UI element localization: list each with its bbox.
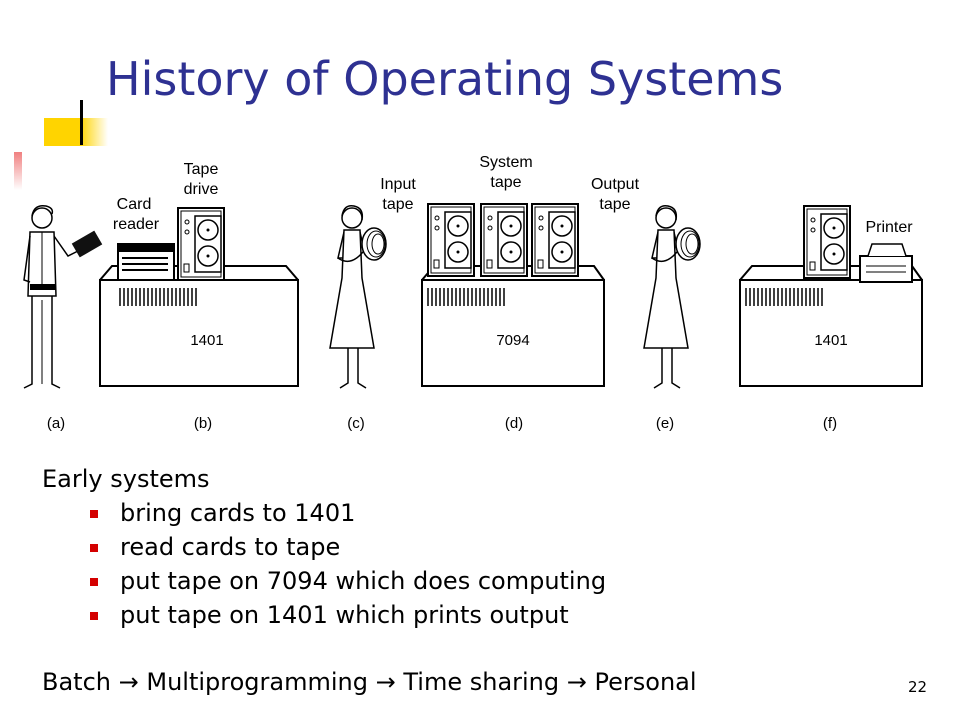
computer-1401-printer [739,205,923,387]
panel-label-b: (b) [194,415,212,432]
bullet-text: read cards to tape [120,533,341,561]
input-tape-label-line2: tape [382,196,413,213]
square-bullet-icon [90,510,98,518]
square-bullet-icon [90,578,98,586]
operator-carrying-output-tape [643,204,701,389]
panel-label-c: (c) [347,415,365,432]
slide-title: History of Operating Systems [106,52,784,106]
operator-carrying-input-tape [329,204,387,389]
output-tape-label-line1: Output [591,176,640,193]
yellow-accent-fade [80,118,108,146]
black-accent-line [80,100,83,145]
bullet-text: put tape on 1401 which prints output [120,601,569,629]
input-tape-label-line1: Input [380,176,416,193]
right-arrow-icon: → [367,668,404,696]
yellow-accent-bar [44,118,80,146]
system-tape-label-line2: tape [490,174,521,191]
panel-label-a: (a) [47,415,65,432]
bullet-text: put tape on 7094 which does computing [120,567,607,595]
system-tape-label-line1: System [479,154,532,171]
bullet-text: bring cards to 1401 [120,499,356,527]
panel-label-d: (d) [505,415,523,432]
square-bullet-icon [90,544,98,552]
card-reader-label-line2: reader [113,216,160,233]
printer-label: Printer [865,219,913,236]
machine-label-right: 1401 [814,332,847,349]
batch-system-diagram: Card reader Tape drive Input tape System… [23,154,923,432]
progression-step-multiprogramming: Multiprogramming [146,668,368,696]
machine-label-left: 1401 [190,332,223,349]
bullet-item: bring cards to 1401 [90,496,606,530]
right-arrow-icon: → [111,668,147,696]
operator-figure [23,204,103,389]
square-bullet-icon [90,612,98,620]
progression-step-personal: Personal [594,668,697,696]
bullet-list: bring cards to 1401 read cards to tape p… [42,496,606,632]
panel-label-f: (f) [823,415,837,432]
progression-step-time-sharing: Time sharing [403,668,560,696]
computer-7094 [421,203,605,387]
bullet-item: put tape on 1401 which prints output [90,598,606,632]
section-heading: Early systems [42,465,210,493]
bullet-item: read cards to tape [90,530,606,564]
panel-label-e: (e) [656,415,674,432]
tape-drive-label-line2: drive [184,181,219,198]
computer-1401-reader [99,207,299,387]
page-number: 22 [908,678,928,696]
bullet-item: put tape on 7094 which does computing [90,564,606,598]
right-arrow-icon: → [559,668,595,696]
slide-body: Early systems bring cards to 1401 read c… [42,462,606,632]
output-tape-label-line2: tape [599,196,630,213]
evolution-progression: Batch → Multiprogramming → Time sharing … [42,668,697,696]
tape-drive-label-line1: Tape [184,161,219,178]
machine-label-center: 7094 [496,332,529,349]
card-reader-label-line1: Card [117,196,152,213]
progression-step-batch: Batch [42,668,111,696]
red-accent-bar [14,152,22,190]
